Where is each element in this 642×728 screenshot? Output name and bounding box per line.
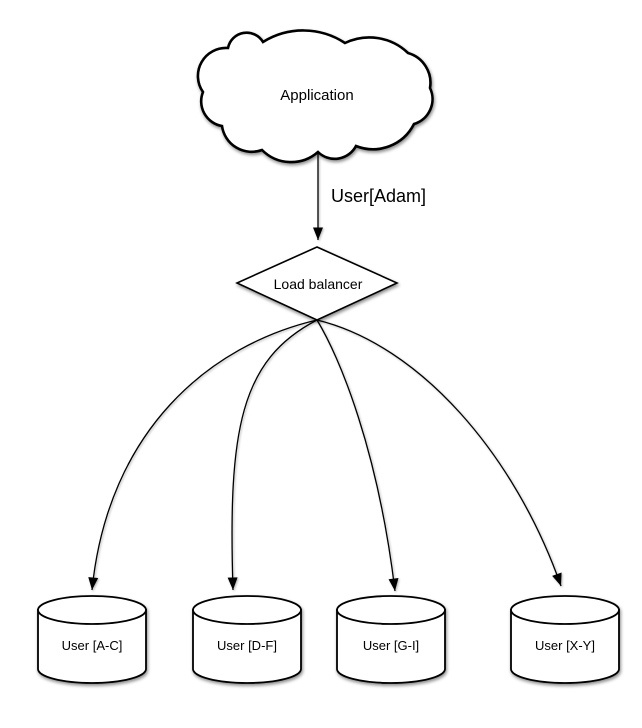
application-label: Application xyxy=(280,87,353,104)
edge-load-balancer-to-shard-g-i xyxy=(316,319,399,592)
shard-node-x-y xyxy=(510,595,620,684)
cloud-icon xyxy=(196,29,434,164)
shard-node-g-i xyxy=(336,595,446,684)
shard-label-g-i: User [G-I] xyxy=(363,638,419,653)
load-balancer-label: Load balancer xyxy=(274,276,363,292)
cylinder-top-ellipse xyxy=(37,595,147,625)
cylinder-top-ellipse xyxy=(192,595,302,625)
database-cylinder-icon xyxy=(37,609,147,684)
shard-label-d-f: User [D-F] xyxy=(217,638,277,653)
database-cylinder-icon xyxy=(336,609,446,684)
shard-node-a-c xyxy=(37,595,147,684)
edge-application-to-load-balancer-label: User[Adam] xyxy=(331,186,426,206)
database-cylinder-icon xyxy=(510,609,620,684)
load-balancer-node xyxy=(235,246,399,321)
application-node xyxy=(196,29,434,164)
shard-label-x-y: User [X-Y] xyxy=(535,638,595,653)
diamond-icon xyxy=(235,246,399,321)
edge-load-balancer-to-shard-d-f xyxy=(227,319,318,591)
edge-load-balancer-to-shard-a-c xyxy=(88,319,318,591)
shard-label-a-c: User [A-C] xyxy=(62,638,123,653)
database-cylinder-icon xyxy=(192,609,302,684)
cylinder-top-ellipse xyxy=(510,595,620,625)
shard-node-d-f xyxy=(192,595,302,684)
edges-layer xyxy=(88,153,562,592)
edge-load-balancer-to-shard-x-y xyxy=(316,319,562,587)
cylinder-top-ellipse xyxy=(336,595,446,625)
